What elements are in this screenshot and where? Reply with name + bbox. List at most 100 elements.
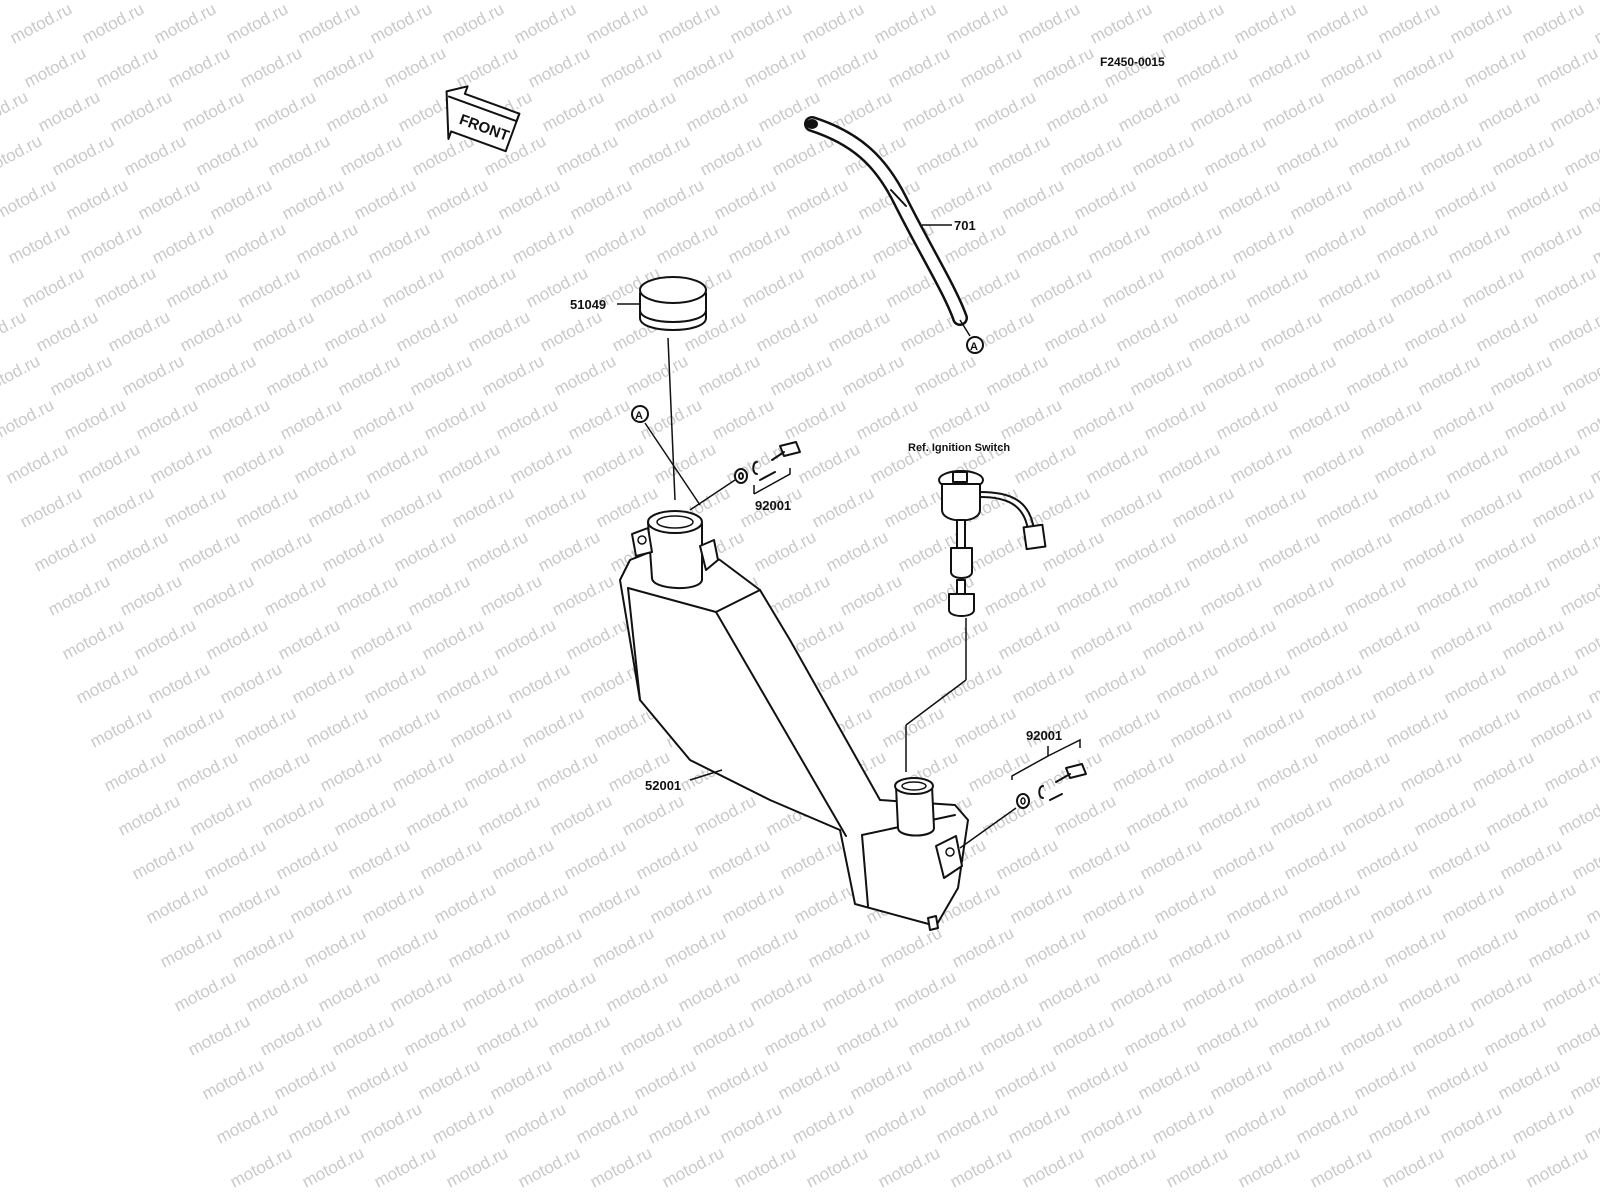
watermark-text: motod.ru — [265, 131, 333, 179]
watermark-text: motod.ru — [963, 967, 1031, 1015]
watermark-text: motod.ru — [1337, 1011, 1405, 1059]
watermark-text: motod.ru — [1215, 175, 1283, 223]
watermark-text: motod.ru — [1467, 967, 1535, 1015]
watermark-text: motod.ru — [697, 131, 765, 179]
watermark-text: motod.ru — [451, 263, 519, 311]
watermark-text: motod.ru — [1501, 395, 1569, 443]
watermark-text: motod.ru — [515, 1143, 583, 1191]
marker-a-label-top: A — [635, 410, 643, 422]
watermark-text: motod.ru — [553, 131, 621, 179]
watermark-text: motod.ru — [765, 571, 833, 619]
watermark-text: motod.ru — [1583, 879, 1600, 927]
watermark-text: motod.ru — [247, 527, 315, 575]
watermark-text: motod.ru — [1473, 307, 1541, 355]
watermark-text: motod.ru — [1345, 131, 1413, 179]
watermark-text: motod.ru — [193, 131, 261, 179]
watermark-text: motod.ru — [1533, 43, 1600, 91]
watermark-text: motod.ru — [791, 879, 859, 927]
watermark-text: motod.ru — [833, 1011, 901, 1059]
watermark-text: motod.ru — [215, 879, 283, 927]
watermark-text: motod.ru — [539, 87, 607, 135]
watermark-text: motod.ru — [631, 1055, 699, 1103]
watermark-text: motod.ru — [1223, 879, 1291, 927]
watermark-text: motod.ru — [431, 879, 499, 927]
watermark-text: motod.ru — [33, 307, 101, 355]
watermark-text: motod.ru — [173, 747, 241, 795]
watermark-text: motod.ru — [1499, 615, 1567, 663]
watermark-text: motod.ru — [209, 0, 277, 4]
watermark-text: motod.ru — [447, 703, 515, 751]
watermark-text: motod.ru — [1403, 87, 1471, 135]
watermark-text: motod.ru — [477, 571, 545, 619]
watermark-text: motod.ru — [647, 879, 715, 927]
watermark-text: motod.ru — [1179, 967, 1247, 1015]
watermark-text: motod.ru — [0, 395, 57, 443]
watermark-text: motod.ru — [913, 131, 981, 179]
watermark-text: motod.ru — [1115, 87, 1183, 135]
watermark-text: motod.ru — [1577, 0, 1600, 4]
watermark-text: motod.ru — [1395, 967, 1463, 1015]
watermark-text: motod.ru — [1239, 703, 1307, 751]
watermark-text: motod.ru — [1181, 747, 1249, 795]
watermark-text: motod.ru — [1281, 835, 1349, 883]
watermark-text: motod.ru — [1361, 0, 1429, 4]
watermark-text: motod.ru — [377, 483, 445, 531]
watermark-text: motod.ru — [1425, 835, 1493, 883]
watermark-text: motod.ru — [1375, 0, 1443, 48]
watermark-text: motod.ru — [1415, 351, 1483, 399]
watermark-text: motod.ru — [1409, 1011, 1477, 1059]
watermark-text: motod.ru — [1111, 527, 1179, 575]
watermark-text: motod.ru — [1353, 835, 1421, 883]
watermark-text: motod.ru — [1589, 219, 1600, 267]
watermark-text: motod.ru — [1231, 0, 1299, 48]
watermark-text: motod.ru — [463, 527, 531, 575]
watermark-text: motod.ru — [899, 87, 967, 135]
watermark-text: motod.ru — [1019, 1143, 1087, 1191]
watermark-text: motod.ru — [415, 1055, 483, 1103]
watermark-text: motod.ru — [275, 615, 343, 663]
watermark-text: motod.ru — [511, 0, 579, 48]
watermark-text: motod.ru — [19, 263, 87, 311]
watermark-text: motod.ru — [229, 923, 297, 971]
watermark-text: motod.ru — [435, 439, 503, 487]
watermark-text: motod.ru — [1357, 395, 1425, 443]
watermark-text: motod.ru — [911, 351, 979, 399]
watermark-text: motod.ru — [501, 1099, 569, 1147]
watermark-text: motod.ru — [465, 307, 533, 355]
watermark-text: motod.ru — [813, 43, 881, 91]
watermark-text: motod.ru — [503, 879, 571, 927]
watermark-text: motod.ru — [981, 571, 1049, 619]
watermark-text: motod.ru — [1145, 0, 1213, 4]
watermark-text: motod.ru — [1573, 395, 1600, 443]
watermark-text: motod.ru — [445, 923, 513, 971]
watermark-text: motod.ru — [363, 439, 431, 487]
watermark-text: motod.ru — [1279, 1055, 1347, 1103]
watermark-text: motod.ru — [437, 219, 505, 267]
watermark-text: motod.ru — [453, 43, 521, 91]
watermark-text: motod.ru — [45, 571, 113, 619]
watermark-text: motod.ru — [1571, 615, 1600, 663]
watermark-text: motod.ru — [1485, 571, 1553, 619]
watermark-text: motod.ru — [1057, 131, 1125, 179]
watermark-text: motod.ru — [165, 43, 233, 91]
watermark-text: motod.ru — [217, 659, 285, 707]
watermark-text: motod.ru — [35, 87, 103, 135]
watermark-text: motod.ru — [1073, 0, 1141, 4]
watermark-text: motod.ru — [991, 1055, 1059, 1103]
watermark-text: motod.ru — [1063, 1055, 1131, 1103]
watermark-text: motod.ru — [149, 219, 217, 267]
watermark-text: motod.ru — [243, 967, 311, 1015]
watermark-text: motod.ru — [1455, 703, 1523, 751]
watermark-text: motod.ru — [1213, 395, 1281, 443]
watermark-text: motod.ru — [281, 0, 349, 4]
watermark-text: motod.ru — [5, 219, 73, 267]
watermark-text: motod.ru — [277, 395, 345, 443]
watermark-text: motod.ru — [951, 703, 1019, 751]
watermark-text: motod.ru — [971, 87, 1039, 135]
watermark-text: motod.ru — [1561, 131, 1600, 179]
watermark-text: motod.ru — [21, 43, 89, 91]
watermark-text: motod.ru — [1323, 967, 1391, 1015]
watermark-text: motod.ru — [1257, 307, 1325, 355]
watermark-text: motod.ru — [727, 0, 795, 48]
